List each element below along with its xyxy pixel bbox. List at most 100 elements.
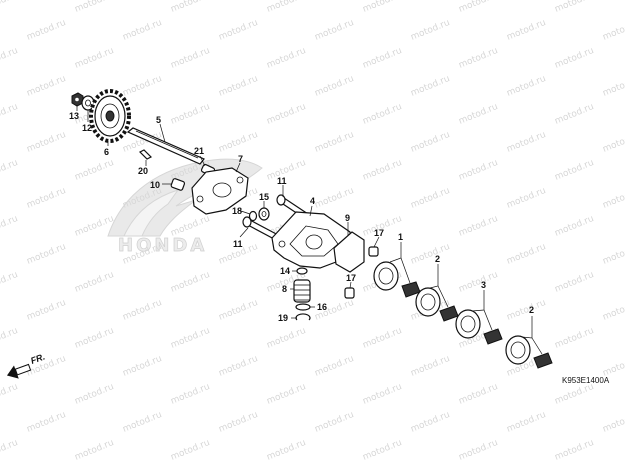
dowel-pin-part-4 [344, 287, 355, 299]
watermark-text: motod.ru [553, 46, 595, 71]
drawing-code: K953E1400A [562, 376, 610, 385]
callout-17-upper: 17 [374, 228, 384, 238]
watermark-text: motod.ru [265, 46, 307, 71]
rotor-set-part-1 [373, 261, 421, 298]
oil-pump-gear-part [89, 89, 131, 143]
callout-2-upper: 2 [435, 254, 440, 264]
watermark-text: motod.ru [553, 382, 595, 407]
o-ring-part-3 [296, 267, 308, 275]
watermark-text: motod.ru [553, 270, 595, 295]
dowel-pin-part-3 [368, 246, 379, 257]
watermark-text: motod.ru [601, 18, 625, 43]
watermark-text: motod.ru [361, 382, 403, 407]
watermark-text: motod.ru [25, 242, 67, 267]
callout-4: 4 [310, 196, 315, 206]
watermark-text: motod.ru [121, 18, 163, 43]
watermark-text: motod.ru [409, 354, 451, 379]
watermark-text: motod.ru [505, 186, 547, 211]
watermark-text: motod.ru [361, 438, 403, 463]
watermark-text: motod.ru [73, 0, 115, 15]
callout-10: 10 [150, 180, 160, 190]
front-direction-label: FR. [29, 352, 46, 366]
watermark-text: motod.ru [25, 410, 67, 435]
watermark-text: motod.ru [361, 158, 403, 183]
watermark-text: motod.ru [73, 382, 115, 407]
watermark-text: motod.ru [169, 438, 211, 463]
watermark-text: motod.ru [313, 74, 355, 99]
callout-11-upper: 11 [277, 176, 287, 186]
watermark-text: motod.ru [0, 382, 19, 407]
watermark-text: motod.ru [25, 130, 67, 155]
watermark-text: motod.ru [505, 410, 547, 435]
watermark-text: motod.ru [409, 242, 451, 267]
callout-16: 16 [317, 302, 327, 312]
circlip-part [295, 313, 311, 321]
watermark-text: motod.ru [505, 74, 547, 99]
watermark-text: motod.ru [457, 270, 499, 295]
watermark-text: motod.ru [457, 158, 499, 183]
o-ring-part [258, 207, 270, 221]
watermark-text: motod.ru [217, 130, 259, 155]
watermark-text: motod.ru [313, 18, 355, 43]
watermark-text: motod.ru [457, 214, 499, 239]
brand-logo-text: HONDA [118, 235, 207, 256]
watermark-text: motod.ru [361, 326, 403, 351]
watermark-text: motod.ru [217, 298, 259, 323]
watermark-text: motod.ru [0, 158, 19, 183]
watermark-text: motod.ru [313, 130, 355, 155]
watermark-text: motod.ru [313, 354, 355, 379]
callout-12: 12 [82, 123, 92, 133]
watermark-text: motod.ru [409, 18, 451, 43]
watermark-text: motod.ru [73, 326, 115, 351]
watermark-text: motod.ru [457, 0, 499, 15]
watermark-text: motod.ru [601, 298, 625, 323]
rotor-set-part-4 [505, 335, 553, 369]
watermark-text: motod.ru [0, 46, 19, 71]
watermark-text: motod.ru [25, 74, 67, 99]
watermark-text: motod.ru [409, 410, 451, 435]
leader-lines [76, 106, 543, 355]
watermark-text: motod.ru [409, 130, 451, 155]
watermark-text: motod.ru [0, 102, 19, 127]
watermark-text: motod.ru [265, 102, 307, 127]
watermark-text: motod.ru [553, 438, 595, 463]
watermark-text: motod.ru [457, 46, 499, 71]
washer-part-2 [295, 303, 311, 311]
callout-8: 8 [282, 284, 287, 294]
watermark-text: motod.ru [601, 74, 625, 99]
bolt-part-2 [242, 216, 281, 241]
nut-part [71, 92, 84, 107]
watermark-text: motod.ru [601, 410, 625, 435]
rotor-set-part-3 [455, 309, 503, 345]
callout-5: 5 [156, 115, 161, 125]
watermark-text: motod.ru [169, 270, 211, 295]
watermark-text: motod.ru [601, 130, 625, 155]
watermark-text: motod.ru [73, 438, 115, 463]
watermark-text: motod.ru [457, 438, 499, 463]
watermark-text: motod.ru [553, 0, 595, 15]
watermark-text: motod.ru [313, 186, 355, 211]
callout-13: 13 [69, 111, 79, 121]
rotor-set-part-2 [415, 287, 459, 322]
watermark-text: motod.ru [265, 382, 307, 407]
watermark-text: motod.ru [0, 270, 19, 295]
front-direction-indicator: FR. [6, 352, 46, 379]
watermark-text: motod.ru [73, 158, 115, 183]
callout-1: 1 [398, 232, 403, 242]
front-arrow-icon [6, 363, 32, 379]
watermark-text: motod.ru [505, 242, 547, 267]
watermark-text: motod.ru [505, 298, 547, 323]
watermark-text: motod.ru [553, 214, 595, 239]
watermark-text: motod.ru [0, 214, 19, 239]
watermark-text: motod.ru [361, 0, 403, 15]
callout-11-lower: 11 [233, 239, 243, 249]
watermark-text: motod.ru [409, 74, 451, 99]
watermark-text: motod.ru [121, 354, 163, 379]
watermark-text: motod.ru [505, 130, 547, 155]
watermark-text: motod.ru [73, 46, 115, 71]
callout-6: 6 [104, 147, 109, 157]
watermark-text: motod.ru [601, 242, 625, 267]
watermark-text: motod.ru [217, 354, 259, 379]
callout-21: 21 [194, 146, 204, 156]
